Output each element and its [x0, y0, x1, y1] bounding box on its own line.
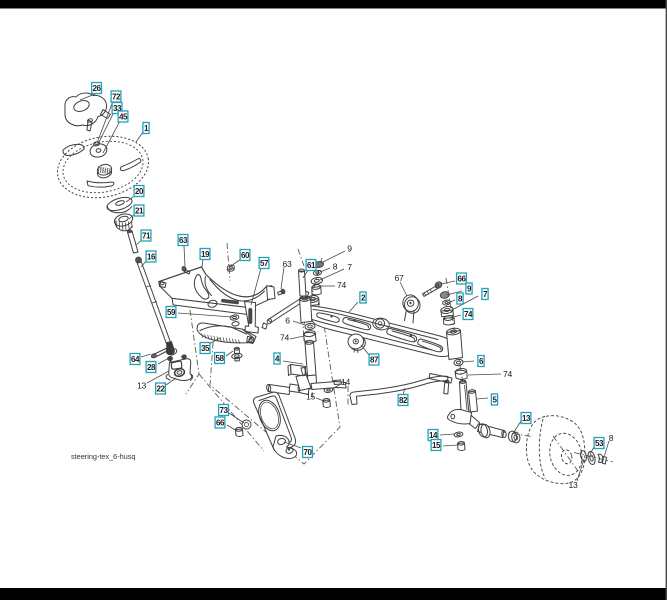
svg-text:82: 82 [399, 396, 408, 405]
svg-text:9: 9 [347, 244, 352, 254]
svg-text:67: 67 [395, 273, 404, 283]
svg-text:28: 28 [147, 363, 156, 372]
svg-text:6: 6 [479, 357, 484, 366]
svg-text:8: 8 [609, 433, 614, 443]
svg-text:33: 33 [113, 104, 122, 113]
svg-text:58: 58 [216, 354, 225, 363]
svg-text:2: 2 [361, 294, 366, 303]
svg-text:14: 14 [429, 431, 438, 440]
svg-text:57: 57 [260, 259, 269, 268]
svg-text:13: 13 [522, 414, 531, 423]
svg-text:70: 70 [304, 448, 313, 457]
svg-text:15: 15 [432, 441, 441, 450]
svg-text:22: 22 [157, 385, 166, 394]
svg-text:4: 4 [275, 355, 280, 364]
svg-text:9: 9 [467, 285, 472, 294]
svg-text:74: 74 [503, 369, 512, 379]
svg-text:14: 14 [341, 377, 350, 387]
svg-text:20: 20 [135, 187, 144, 196]
svg-text:7: 7 [347, 262, 352, 272]
svg-text:72: 72 [112, 93, 121, 102]
svg-text:60: 60 [241, 251, 250, 260]
svg-text:19: 19 [201, 250, 210, 259]
svg-text:6: 6 [285, 316, 290, 326]
svg-text:74: 74 [337, 280, 346, 290]
svg-text:59: 59 [167, 308, 176, 317]
svg-text:35: 35 [201, 344, 210, 353]
svg-text:64: 64 [131, 355, 140, 364]
svg-text:26: 26 [93, 84, 102, 93]
svg-text:7: 7 [483, 290, 488, 299]
svg-text:74: 74 [464, 310, 473, 319]
svg-text:63: 63 [283, 259, 292, 269]
svg-text:53: 53 [595, 439, 604, 448]
svg-text:71: 71 [142, 232, 151, 241]
svg-text:13: 13 [137, 381, 146, 391]
svg-text:16: 16 [147, 253, 156, 262]
svg-text:15: 15 [306, 392, 315, 402]
svg-text:74: 74 [280, 333, 289, 343]
svg-text:21: 21 [135, 207, 144, 216]
svg-text:8: 8 [458, 295, 463, 304]
svg-text:13: 13 [569, 480, 578, 490]
svg-text:87: 87 [370, 356, 379, 365]
svg-text:5: 5 [493, 396, 498, 405]
svg-text:8: 8 [333, 262, 338, 272]
svg-text:73: 73 [220, 406, 229, 415]
svg-text:63: 63 [179, 236, 188, 245]
svg-text:1: 1 [144, 124, 149, 133]
svg-text:66: 66 [458, 275, 467, 284]
svg-text:steering-tex_6-husq: steering-tex_6-husq [71, 452, 136, 461]
svg-text:61: 61 [307, 261, 316, 270]
svg-text:45: 45 [119, 113, 128, 122]
svg-text:66: 66 [216, 419, 225, 428]
